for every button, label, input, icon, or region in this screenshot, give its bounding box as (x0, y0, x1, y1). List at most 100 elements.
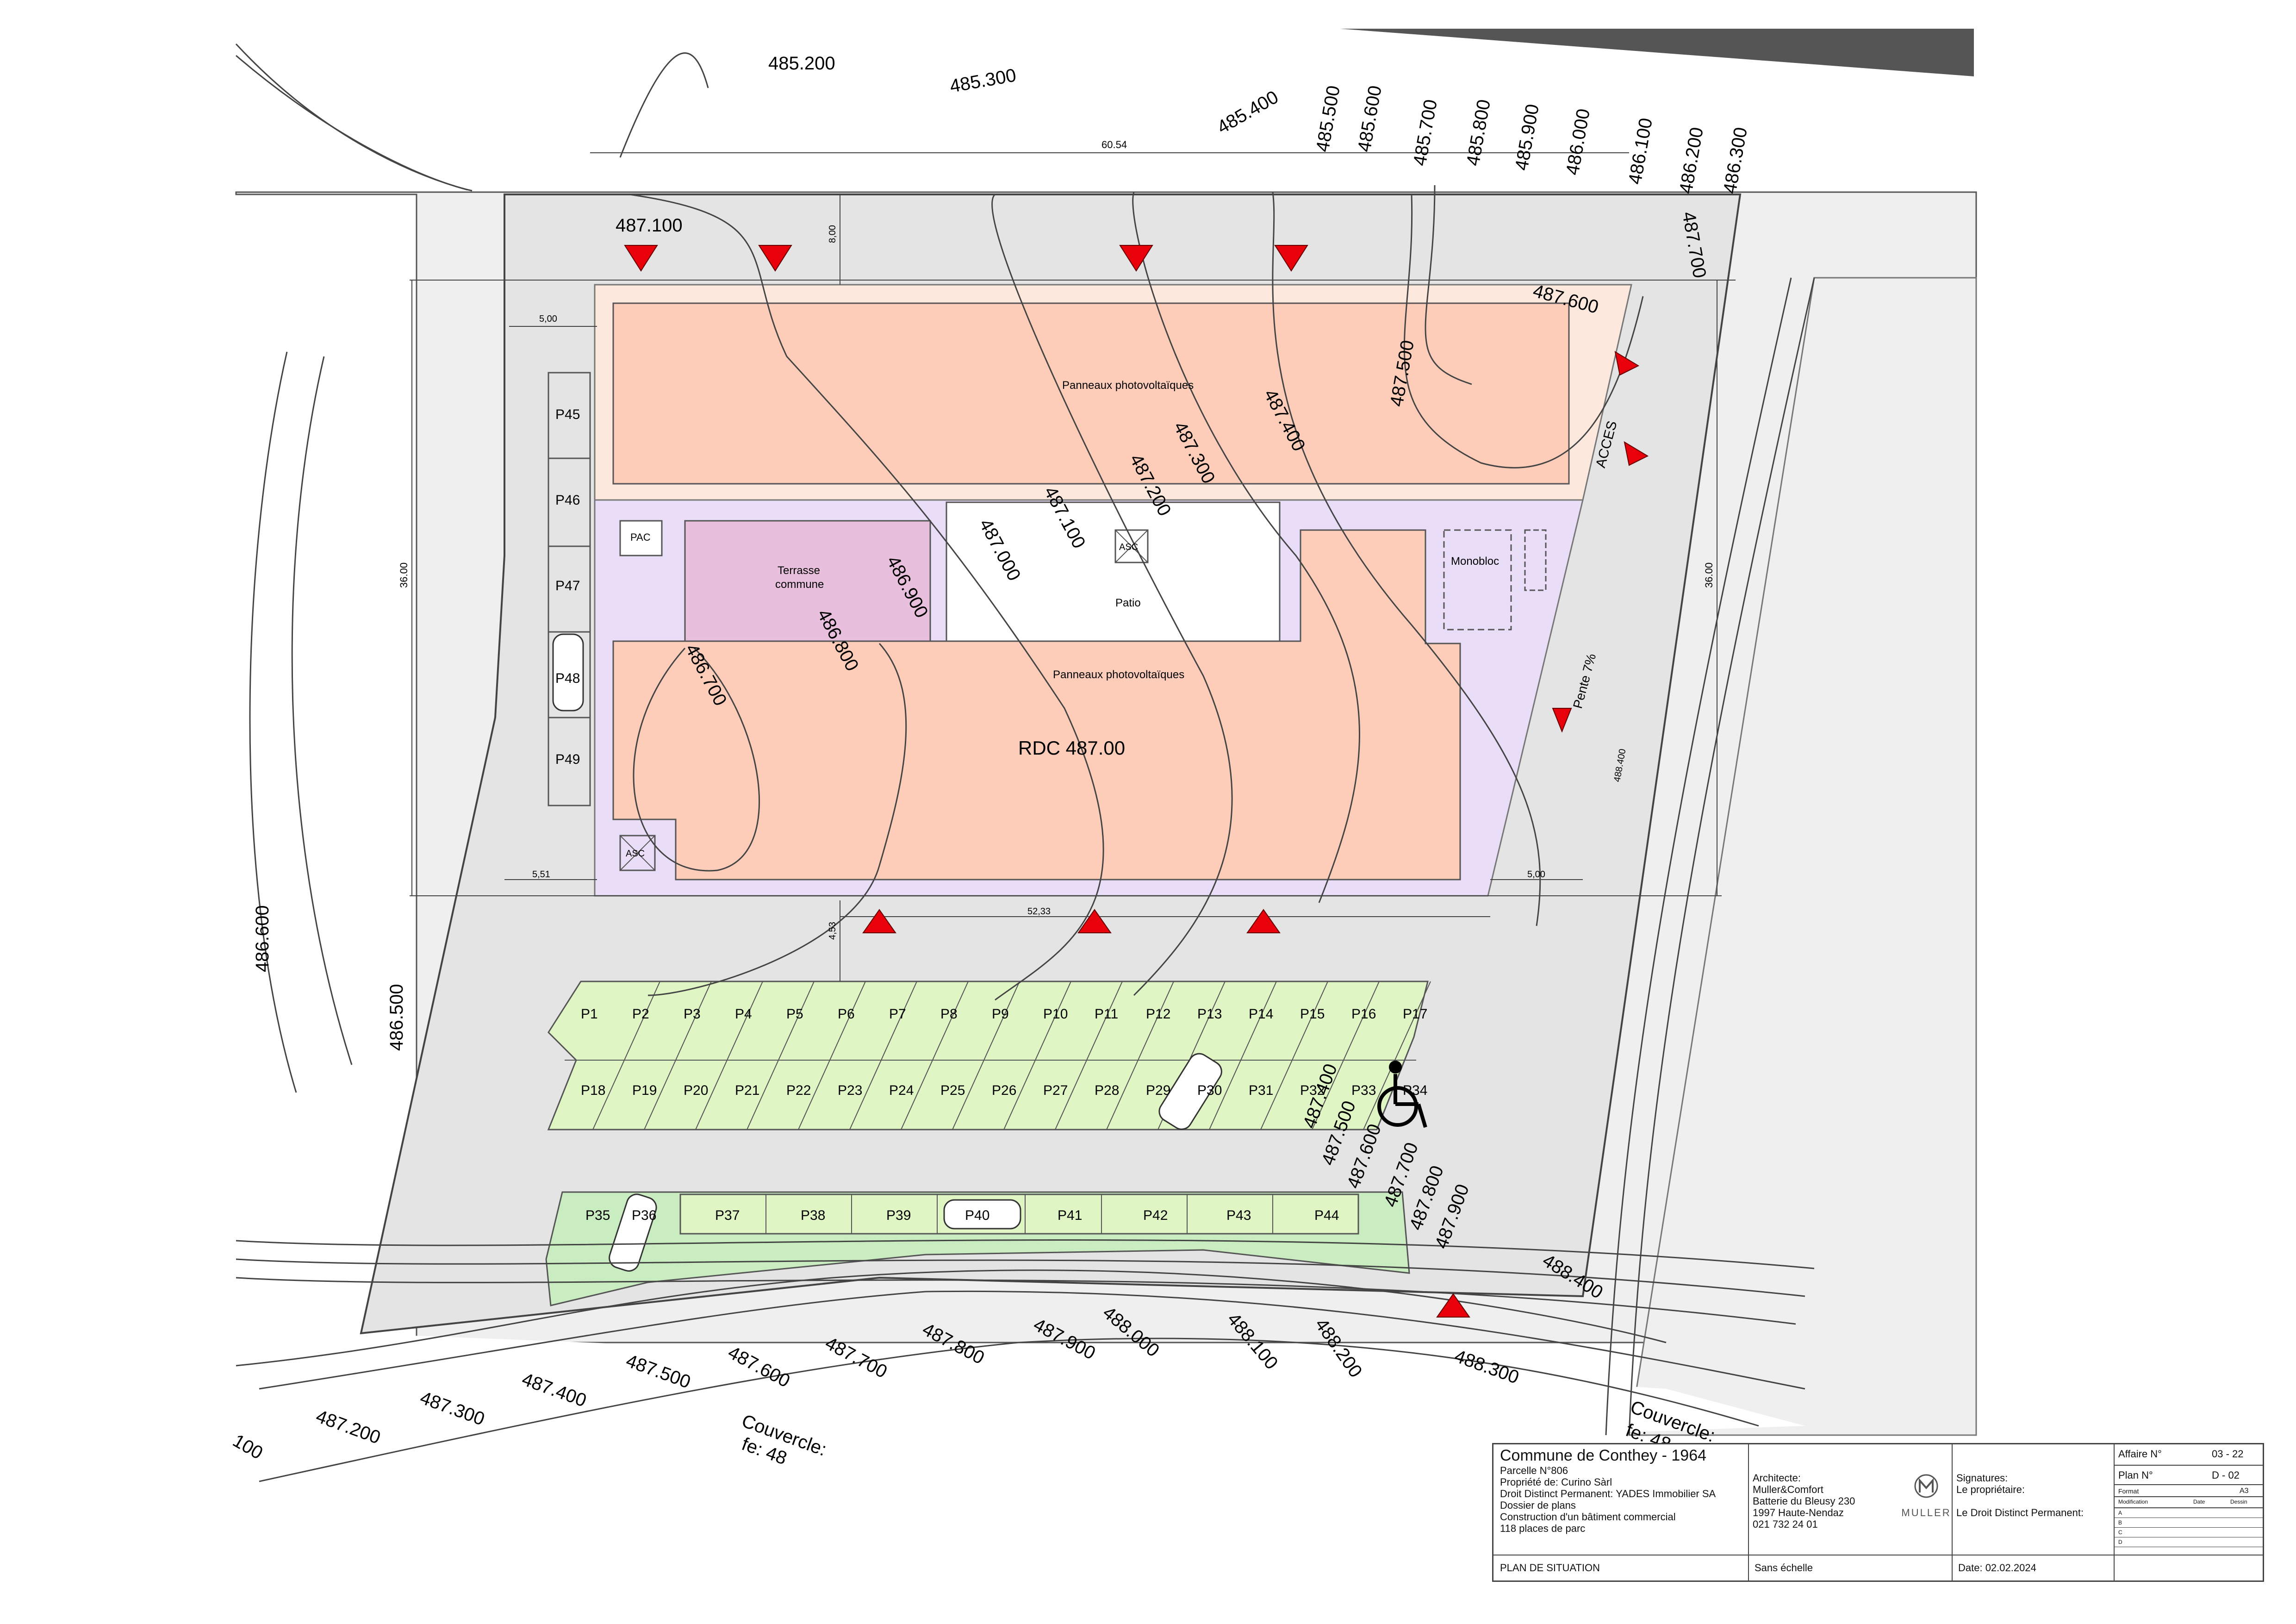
project-block: Commune de Conthey - 1964 Parcelle N°806… (1500, 1446, 1745, 1534)
parking-space-label: P37 (715, 1208, 740, 1223)
parking-space-label: P26 (992, 1083, 1016, 1098)
parking-space-label: P40 (965, 1208, 989, 1223)
architect-line-3: Batterie du Bleusy 230 (1753, 1495, 1855, 1507)
parking-divider (644, 981, 712, 1130)
title-block: Commune de Conthey - 1964 Parcelle N°806… (1492, 1443, 2264, 1582)
parking-space-label: P14 (1249, 1006, 1273, 1022)
parking-space-label: P15 (1300, 1006, 1325, 1022)
asc-box-1 (1114, 529, 1149, 563)
date-text: Date: 02.02.2024 (1958, 1562, 2036, 1574)
rev-header-date: Date (2193, 1499, 2205, 1505)
parking-space-label: P16 (1351, 1006, 1376, 1022)
parking-space-label: P5 (786, 1006, 803, 1022)
cl-19: 485.800 (1463, 98, 1494, 168)
dim-5233: 52,33 (1027, 906, 1051, 917)
logo-icon (1914, 1474, 1938, 1498)
cl-12: 486.500 (386, 984, 407, 1051)
parking-divider (1260, 981, 1328, 1130)
parking-space-label: P33 (1351, 1083, 1376, 1098)
parking-space-label: P46 (555, 493, 580, 508)
parking-space-label: P38 (801, 1208, 825, 1223)
parking-divider (1106, 981, 1174, 1130)
car-icon (552, 633, 584, 712)
parking-space-label: P39 (886, 1208, 911, 1223)
project-line-1: Parcelle N°806 (1500, 1465, 1568, 1476)
parking-space-label: P48 (555, 671, 580, 686)
parking-space-label: P7 (889, 1006, 906, 1022)
terrace (684, 520, 931, 644)
project-line-3: Droit Distinct Permanent: YADES Immobili… (1500, 1488, 1716, 1499)
architect-line-1: Architecte: (1753, 1472, 1801, 1484)
monobloc-small (1524, 529, 1547, 591)
signature-line-3 (1956, 1495, 2109, 1507)
cl-13: 485.200 (768, 53, 835, 74)
terrace-label-1: Terrasse (778, 564, 820, 577)
rev-d: D (2118, 1539, 2122, 1545)
parking-divider (1003, 981, 1071, 1130)
format-label: Format (2118, 1487, 2139, 1495)
parking-space-label: P6 (838, 1006, 855, 1022)
parking-space-label: P4 (735, 1006, 752, 1022)
affaire-label: Affaire N° (2118, 1448, 2162, 1460)
cl-16: 485.500 (1313, 84, 1344, 154)
parking-divider (1312, 981, 1380, 1130)
pac-box (619, 520, 663, 556)
parking-space-label: P19 (632, 1083, 657, 1098)
parking-dividers (592, 981, 1431, 1130)
cl-17: 485.600 (1354, 84, 1386, 154)
dim-60: 60.54 (1101, 139, 1127, 150)
parking-divider (901, 981, 969, 1130)
parking-space-label: P12 (1146, 1006, 1170, 1022)
dim-5-b: 5,00 (1527, 869, 1545, 880)
row3-dividers (765, 1194, 1273, 1234)
pv-north (612, 302, 1570, 485)
parking-space-label: P49 (555, 752, 580, 767)
project-line-5: Construction d'un bâtiment commercial (1500, 1511, 1676, 1523)
pac-label: PAC (630, 531, 651, 543)
cl-18: 485.700 (1410, 98, 1441, 168)
cl-15: 485.400 (1214, 87, 1282, 137)
pv-south-label: Panneaux photovoltaïques (1053, 668, 1184, 681)
parking-space-label: P21 (735, 1083, 759, 1098)
architect-line-4: 1997 Haute-Nendaz (1753, 1507, 1844, 1518)
parking-divider (592, 981, 660, 1130)
car-icon-4 (1158, 1053, 1222, 1130)
road-east (1628, 277, 1977, 1436)
parking-west-strip (548, 372, 591, 806)
plan-number-label: Plan N° (2118, 1469, 2153, 1481)
pv-south (612, 529, 1461, 881)
building-label: RDC 487.00 (1018, 737, 1125, 759)
cl-24: 486.300 (1720, 126, 1751, 195)
dim-8: 8,00 (828, 225, 838, 243)
parking-space-label: P42 (1143, 1208, 1168, 1223)
parking-divider (1209, 981, 1277, 1130)
parking-divider (747, 981, 815, 1130)
parking-space-label: P24 (889, 1083, 914, 1098)
parking-space-label: P27 (1043, 1083, 1068, 1098)
monobloc-label: Monobloc (1451, 555, 1499, 568)
parking-space-label: P20 (684, 1083, 708, 1098)
architect-line-5: 021 732 24 01 (1753, 1518, 1818, 1530)
parking-divider (952, 981, 1020, 1130)
architect-block: Architecte: Muller&Comfort Batterie du B… (1753, 1472, 1901, 1530)
cl-14: 485.300 (948, 65, 1018, 96)
parking-space-label: P30 (1197, 1083, 1222, 1098)
dim-36-left: 36.00 (398, 562, 410, 588)
parking-divider (1055, 981, 1123, 1130)
signature-line-1: Signatures: (1956, 1472, 2008, 1484)
cl-21: 486.000 (1562, 107, 1594, 177)
parking-space-label: P13 (1197, 1006, 1222, 1022)
parking-space-label: P3 (684, 1006, 701, 1022)
parking-space-label: P34 (1403, 1083, 1427, 1098)
muller-logo: MULLER (1901, 1472, 1952, 1518)
parking-divider (695, 981, 763, 1130)
cl-20: 485.900 (1512, 103, 1543, 172)
affaire-value: 03 - 22 (2212, 1448, 2244, 1460)
cl-23: 486.200 (1676, 126, 1707, 195)
project-line-4: Dossier de plans (1500, 1499, 1576, 1511)
parking-space-label: P18 (581, 1083, 605, 1098)
parking-space-label: P10 (1043, 1006, 1068, 1022)
dim-5-a: 5,00 (539, 314, 557, 324)
cl-0: 487.100 (616, 215, 683, 236)
